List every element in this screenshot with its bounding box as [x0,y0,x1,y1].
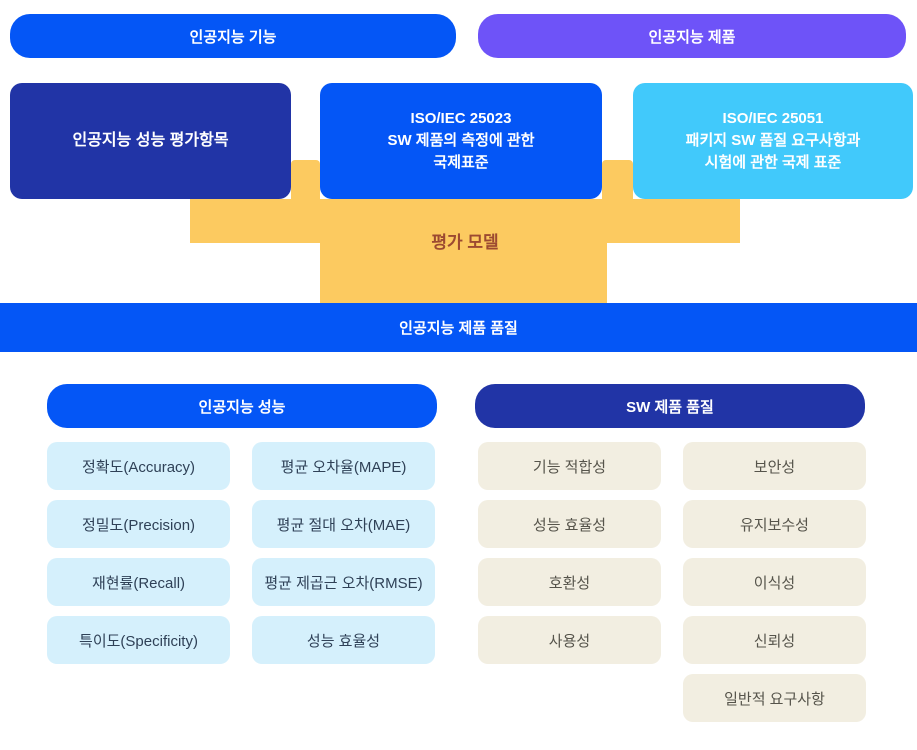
quality-card: 보안성 [683,442,866,490]
metric-card: 평균 오차율(MAPE) [252,442,435,490]
ai-product-quality-banner: 인공지능 제품 품질 [0,303,917,352]
box-line: 인공지능 성능 평가항목 [72,132,229,149]
quality-card: 사용성 [478,616,661,664]
quality-card: 신뢰성 [683,616,866,664]
funnel-stem [320,199,607,303]
header-ai-performance: 인공지능 성능 [47,384,437,428]
quality-card: 일반적 요구사항 [683,674,866,722]
quality-card: 기능 적합성 [478,442,661,490]
top-button-ai-function: 인공지능 기능 [10,14,456,58]
box-line: ISO/IEC 25051 [722,110,824,127]
box-line: 시험에 관한 국제 표준 [704,154,842,171]
box-line: ISO/IEC 25023 [410,110,512,127]
box-iso-25023: ISO/IEC 25023 SW 제품의 측정에 관한 국제표준 [320,83,602,199]
box-iso-25051: ISO/IEC 25051 패키지 SW 품질 요구사항과 시험에 관한 국제 … [633,83,913,199]
quality-card: 호환성 [478,558,661,606]
box-line: SW 제품의 측정에 관한 [387,132,535,149]
metric-card: 평균 절대 오차(MAE) [252,500,435,548]
quality-card: 유지보수성 [683,500,866,548]
metric-card: 재현률(Recall) [47,558,230,606]
sw-quality-grid: 기능 적합성 보안성 성능 효율성 유지보수성 호환성 이식성 사용성 신뢰성 … [478,442,866,722]
box-line: 패키지 SW 품질 요구사항과 [685,132,861,149]
metric-card: 특이도(Specificity) [47,616,230,664]
box-line: 국제표준 [433,154,489,171]
metric-card: 정밀도(Precision) [47,500,230,548]
evaluation-model-label: 평가 모델 [431,232,499,252]
quality-card: 성능 효율성 [478,500,661,548]
ai-performance-grid: 정확도(Accuracy) 평균 오차율(MAPE) 정밀도(Precision… [47,442,435,664]
header-sw-product-quality: SW 제품 품질 [475,384,865,428]
metric-card: 정확도(Accuracy) [47,442,230,490]
box-ai-performance-criteria: 인공지능 성능 평가항목 [10,83,291,199]
metric-card: 성능 효율성 [252,616,435,664]
top-button-ai-product: 인공지능 제품 [478,14,906,58]
quality-card: 이식성 [683,558,866,606]
metric-card: 평균 제곱근 오차(RMSE) [252,558,435,606]
